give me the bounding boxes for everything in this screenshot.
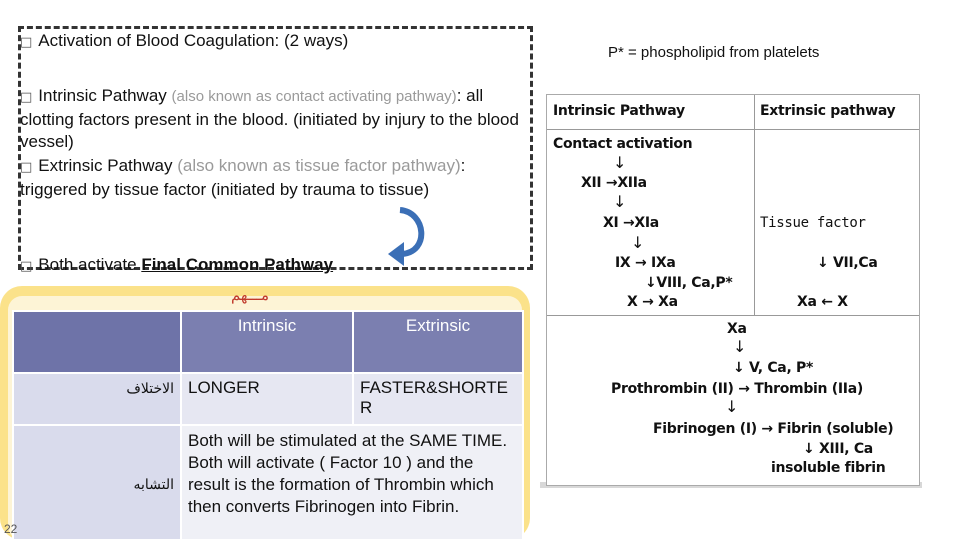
bullet-square-icon: □ (20, 259, 33, 274)
bullet-square-icon: □ (20, 160, 33, 175)
down-arrow-icon: ↓ (613, 192, 627, 211)
down-arrow-icon: ↓ (613, 153, 627, 172)
bullet-box (18, 26, 533, 270)
cell-similarity-text: Both will be stimulated at the SAME TIME… (180, 424, 524, 540)
step-v-ca: ↓ V, Ca, P* (733, 360, 814, 376)
step-ix: IX → IXa (615, 255, 676, 271)
table-corner-cell (12, 310, 182, 374)
header-intrinsic: Intrinsic (180, 310, 354, 374)
divider (754, 95, 755, 315)
header-extrinsic: Extrinsic (352, 310, 524, 374)
curved-arrow-icon (388, 207, 425, 266)
common-xa: Xa (727, 321, 747, 337)
step-xii: XII →XIIa (581, 175, 647, 191)
step-vii: ↓ VII,Ca (817, 255, 878, 271)
col-intrinsic: Intrinsic Pathway (553, 103, 685, 119)
table-row: الاختلاف LONGER FASTER&SHORTER (12, 372, 524, 426)
bullet-extrinsic: □Extrinsic Pathway (also known as tissue… (20, 156, 466, 199)
divider (547, 315, 919, 316)
cell-intrinsic-longer: LONGER (180, 372, 354, 426)
important-label: مـــهم (230, 287, 270, 304)
step-fibrinogen: Fibrinogen (I) → Fibrin (soluble) (653, 421, 894, 437)
step-viii: ↓VIII, Ca,P* (645, 275, 733, 291)
down-arrow-icon: ↓ (733, 337, 747, 356)
contact-activation: Contact activation (553, 136, 693, 152)
cell-extrinsic-faster: FASTER&SHORTER (352, 372, 524, 426)
table-row: التشابه Both will be stimulated at the S… (12, 424, 524, 540)
step-insoluble-fibrin: insoluble fibrin (771, 460, 886, 476)
bullet-square-icon: □ (20, 90, 33, 105)
bullet-final-common: □Both activate Final Common Pathway (20, 255, 334, 274)
down-arrow-icon: ↓ (725, 397, 739, 416)
step-x: X → Xa (627, 294, 678, 310)
tissue-factor: Tissue factor (760, 215, 866, 231)
coagulation-pathway-diagram: Intrinsic Pathway Extrinsic pathway Cont… (546, 94, 920, 486)
slide-number: 22 (4, 522, 18, 536)
down-arrow-icon: ↓ (631, 233, 645, 252)
footnote: P* = phospholipid from platelets (608, 44, 820, 61)
step-xa-extrinsic: Xa ← X (797, 294, 848, 310)
row-label-similarity: التشابه (12, 424, 182, 540)
step-prothrombin: Prothrombin (II) → Thrombin (IIa) (611, 381, 863, 397)
comparison-table: Intrinsic Extrinsic الاختلاف LONGER FAST… (12, 310, 524, 540)
row-label-difference: الاختلاف (12, 372, 182, 426)
bullet-square-icon: □ (20, 35, 33, 50)
divider (547, 129, 919, 130)
col-extrinsic: Extrinsic pathway (760, 103, 896, 119)
table-row: Intrinsic Extrinsic (12, 310, 524, 374)
step-xi: XI →XIa (603, 215, 659, 231)
bullet-intrinsic: □Intrinsic Pathway (also known as contac… (20, 86, 519, 151)
step-xiii: ↓ XIII, Ca (803, 441, 873, 457)
bullet-activation: □Activation of Blood Coagulation: (2 way… (20, 31, 349, 50)
